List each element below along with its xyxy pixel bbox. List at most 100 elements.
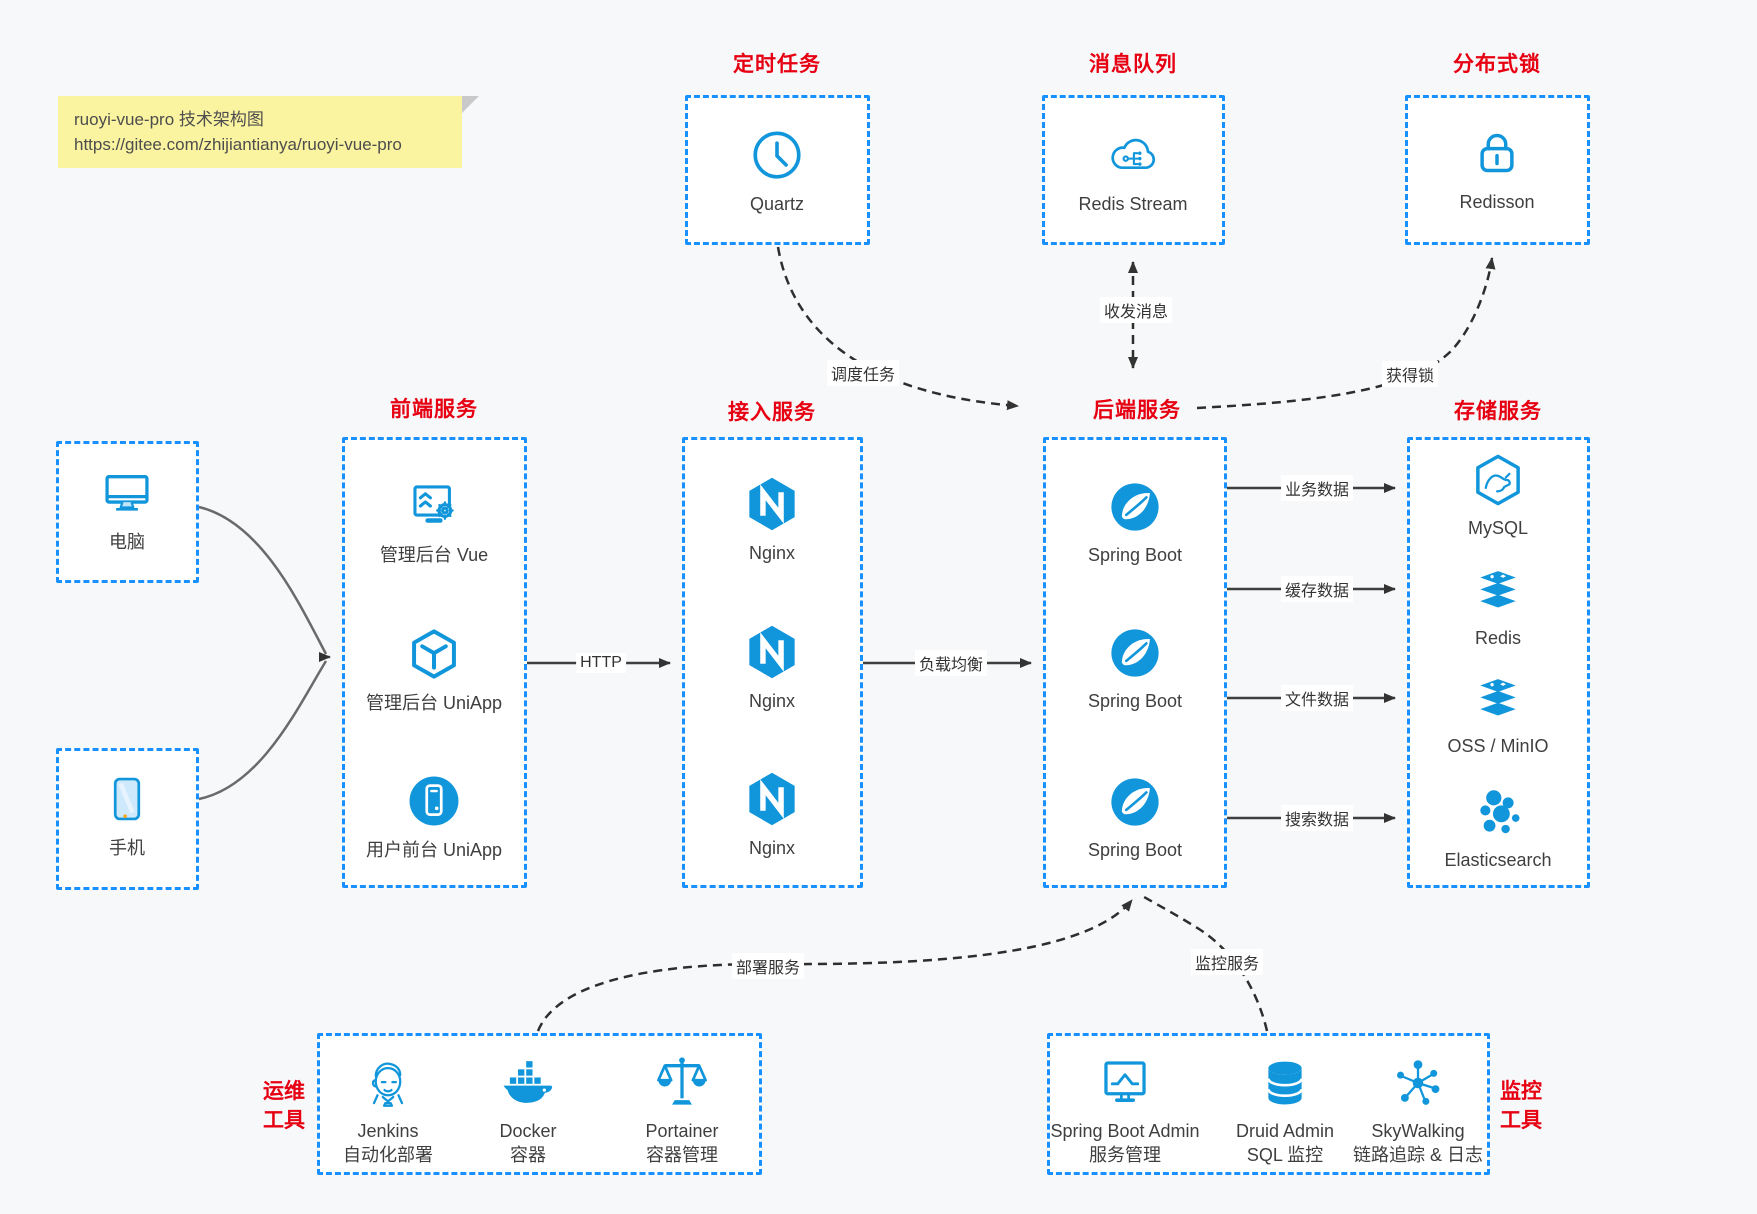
node-label: Redis [1474,628,1522,648]
smartphone-icon [98,770,156,828]
node-label: 手机 [109,838,145,858]
note-url: https://gitee.com/zhijiantianya/ruoyi-vu… [74,135,402,154]
node-oss-minio: OSS / MinIO [1398,668,1598,758]
lock-icon [1469,124,1525,182]
node-label: Redisson [1459,192,1535,212]
node-admin-uniapp: 管理后台 UniApp [334,625,534,715]
node-label: 管理后台 UniApp [365,693,503,713]
scheduled-jobs-title: 定时任务 [733,53,821,76]
node-sublabel: 容器管理 [646,1145,718,1165]
docker-icon [499,1053,557,1111]
node-docker: Docker 容器 [428,1053,628,1167]
spring-icon [1107,477,1163,535]
monitor-tools-label: 监控 工具 [1500,1080,1542,1132]
monitor-tools-box [1047,1033,1490,1175]
connector-pc-frontend [198,505,328,655]
node-sublabel: SQL 监控 [1246,1145,1324,1165]
node-label: Nginx [748,543,796,563]
node-label: 管理后台 Vue [379,545,489,565]
nginx-icon [743,475,801,533]
devops-tools-label: 运维 工具 [263,1080,305,1132]
note-fold-corner [462,96,479,113]
uniapp-cube-icon [405,625,463,683]
node-label: MySQL [1467,518,1528,538]
node-pc: 电脑 [27,464,227,554]
node-redis-stream: Redis Stream [1033,126,1233,216]
nginx-icon [743,770,801,828]
connector-lock [1196,257,1496,410]
node-sublabel: 链路追踪 & 日志 [1352,1145,1483,1165]
node-sublabel: 自动化部署 [343,1145,433,1165]
edge-label-lock: 获得锁 [1381,361,1439,387]
node-label: Druid Admin [1235,1121,1335,1141]
desktop-icon [98,464,156,522]
clock-icon [748,126,806,184]
node-label: 电脑 [109,532,145,552]
node-portainer: Portainer 容器管理 [582,1053,782,1167]
node-label: Spring Boot Admin [1050,1121,1200,1141]
pc-client-box [56,441,199,583]
node-quartz: Quartz [677,126,877,216]
node-elasticsearch: Elasticsearch [1398,782,1598,872]
node-spring-boot-1: Spring Boot [1035,477,1235,567]
connector-phone-frontend [198,660,328,801]
node-label: Spring Boot [1087,691,1183,711]
node-label: Quartz [749,194,805,214]
node-nginx-2: Nginx [672,623,872,713]
node-druid-admin: Druid Admin SQL 监控 [1185,1053,1385,1167]
node-label: Portainer [645,1121,719,1141]
node-label: Nginx [748,691,796,711]
mysql-icon [1470,450,1526,508]
node-spring-boot-3: Spring Boot [1035,772,1235,862]
node-label: SkyWalking [1371,1121,1465,1141]
node-user-uniapp: 用户前台 UniApp [334,772,534,862]
node-mysql: MySQL [1398,450,1598,540]
node-redisson: Redisson [1397,124,1597,214]
node-label: Jenkins [357,1121,419,1141]
node-phone: 手机 [27,770,227,860]
edge-label-search-data: 搜索数据 [1280,805,1354,831]
monitor-chart-icon [1096,1053,1154,1111]
edge-label-file-data: 文件数据 [1280,685,1354,711]
node-jenkins: Jenkins 自动化部署 [288,1053,488,1167]
elasticsearch-icon [1471,782,1525,840]
edge-label-message: 收发消息 [1099,297,1173,323]
admin-vue-icon [405,477,463,535]
spring-icon [1107,772,1163,830]
edge-label-business-data: 业务数据 [1280,475,1354,501]
node-label: Redis Stream [1078,194,1188,214]
redis-stack-icon [1471,668,1525,726]
scheduled-jobs-box [685,95,870,245]
storage-services-title: 存储服务 [1454,400,1542,423]
node-label: 用户前台 UniApp [365,840,503,860]
node-spring-boot-2: Spring Boot [1035,623,1235,713]
connector-monitor [1143,895,1269,1032]
node-label: OSS / MinIO [1447,736,1549,756]
jenkins-icon [360,1053,416,1111]
node-label: Elasticsearch [1444,850,1552,870]
message-queue-box [1042,95,1225,245]
database-icon [1257,1053,1313,1111]
node-sublabel: 服务管理 [1089,1145,1161,1165]
edge-label-schedule: 调度任务 [826,360,900,386]
user-app-icon [405,772,463,830]
node-nginx-1: Nginx [672,475,872,565]
node-admin-vue: 管理后台 Vue [334,477,534,567]
redis-stack-icon [1471,560,1525,618]
spring-icon [1107,623,1163,681]
connector-deploy [536,899,1133,1032]
topology-icon [1390,1053,1446,1111]
edge-label-cache-data: 缓存数据 [1280,576,1354,602]
node-label: Nginx [748,838,796,858]
distributed-lock-title: 分布式锁 [1453,53,1541,76]
edge-label-deploy: 部署服务 [731,953,805,979]
frontend-services-title: 前端服务 [390,398,478,421]
node-nginx-3: Nginx [672,770,872,860]
note-title: ruoyi-vue-pro 技术架构图 [74,110,264,129]
message-queue-title: 消息队列 [1089,53,1177,76]
sticky-note: ruoyi-vue-pro 技术架构图 https://gitee.com/zh… [58,96,479,168]
node-label: Spring Boot [1087,545,1183,565]
edge-label-http: HTTP [576,653,626,673]
node-spring-boot-admin: Spring Boot Admin 服务管理 [1025,1053,1225,1167]
